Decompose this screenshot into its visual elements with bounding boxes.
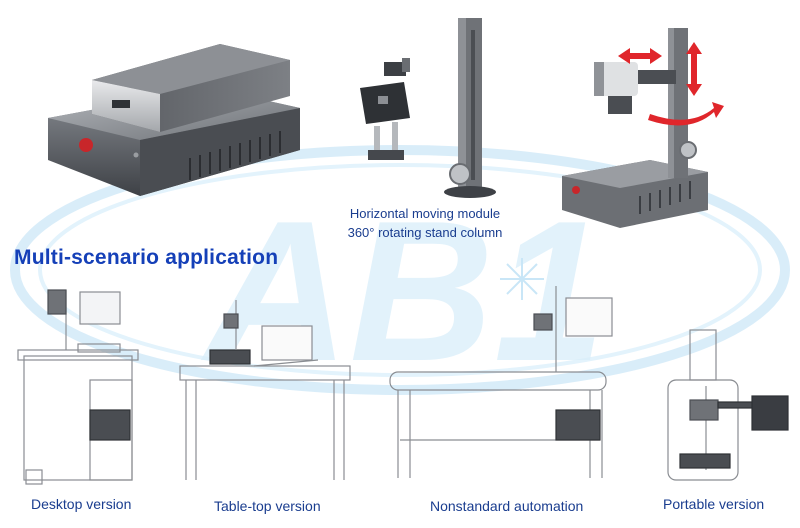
emergency-stop-icon xyxy=(79,138,93,152)
watermark-sparkle-icon xyxy=(500,258,544,300)
feature-description: Horizontal moving module 360° rotating s… xyxy=(330,204,520,242)
rotation-knob-icon xyxy=(449,163,471,185)
horizontal-moving-module xyxy=(360,58,410,160)
movement-arrows-icon xyxy=(618,42,724,126)
table-top-version-illustration xyxy=(179,300,351,480)
feature-rotating-column: 360° rotating stand column xyxy=(347,225,503,240)
feature-horizontal-module: Horizontal moving module xyxy=(349,206,501,221)
desktop-version-illustration xyxy=(17,289,139,485)
section-heading: Multi-scenario application xyxy=(14,246,279,269)
scenario-caption-desktop: Desktop version xyxy=(31,496,132,512)
scenario-caption-table-top: Table-top version xyxy=(214,498,321,514)
scenario-caption-portable: Portable version xyxy=(663,496,765,512)
portable-version-illustration xyxy=(667,329,789,481)
scenario-caption-automation: Nonstandard automation xyxy=(430,498,584,514)
rotating-stand-column xyxy=(444,18,496,198)
nonstandard-automation-illustration xyxy=(389,286,613,478)
